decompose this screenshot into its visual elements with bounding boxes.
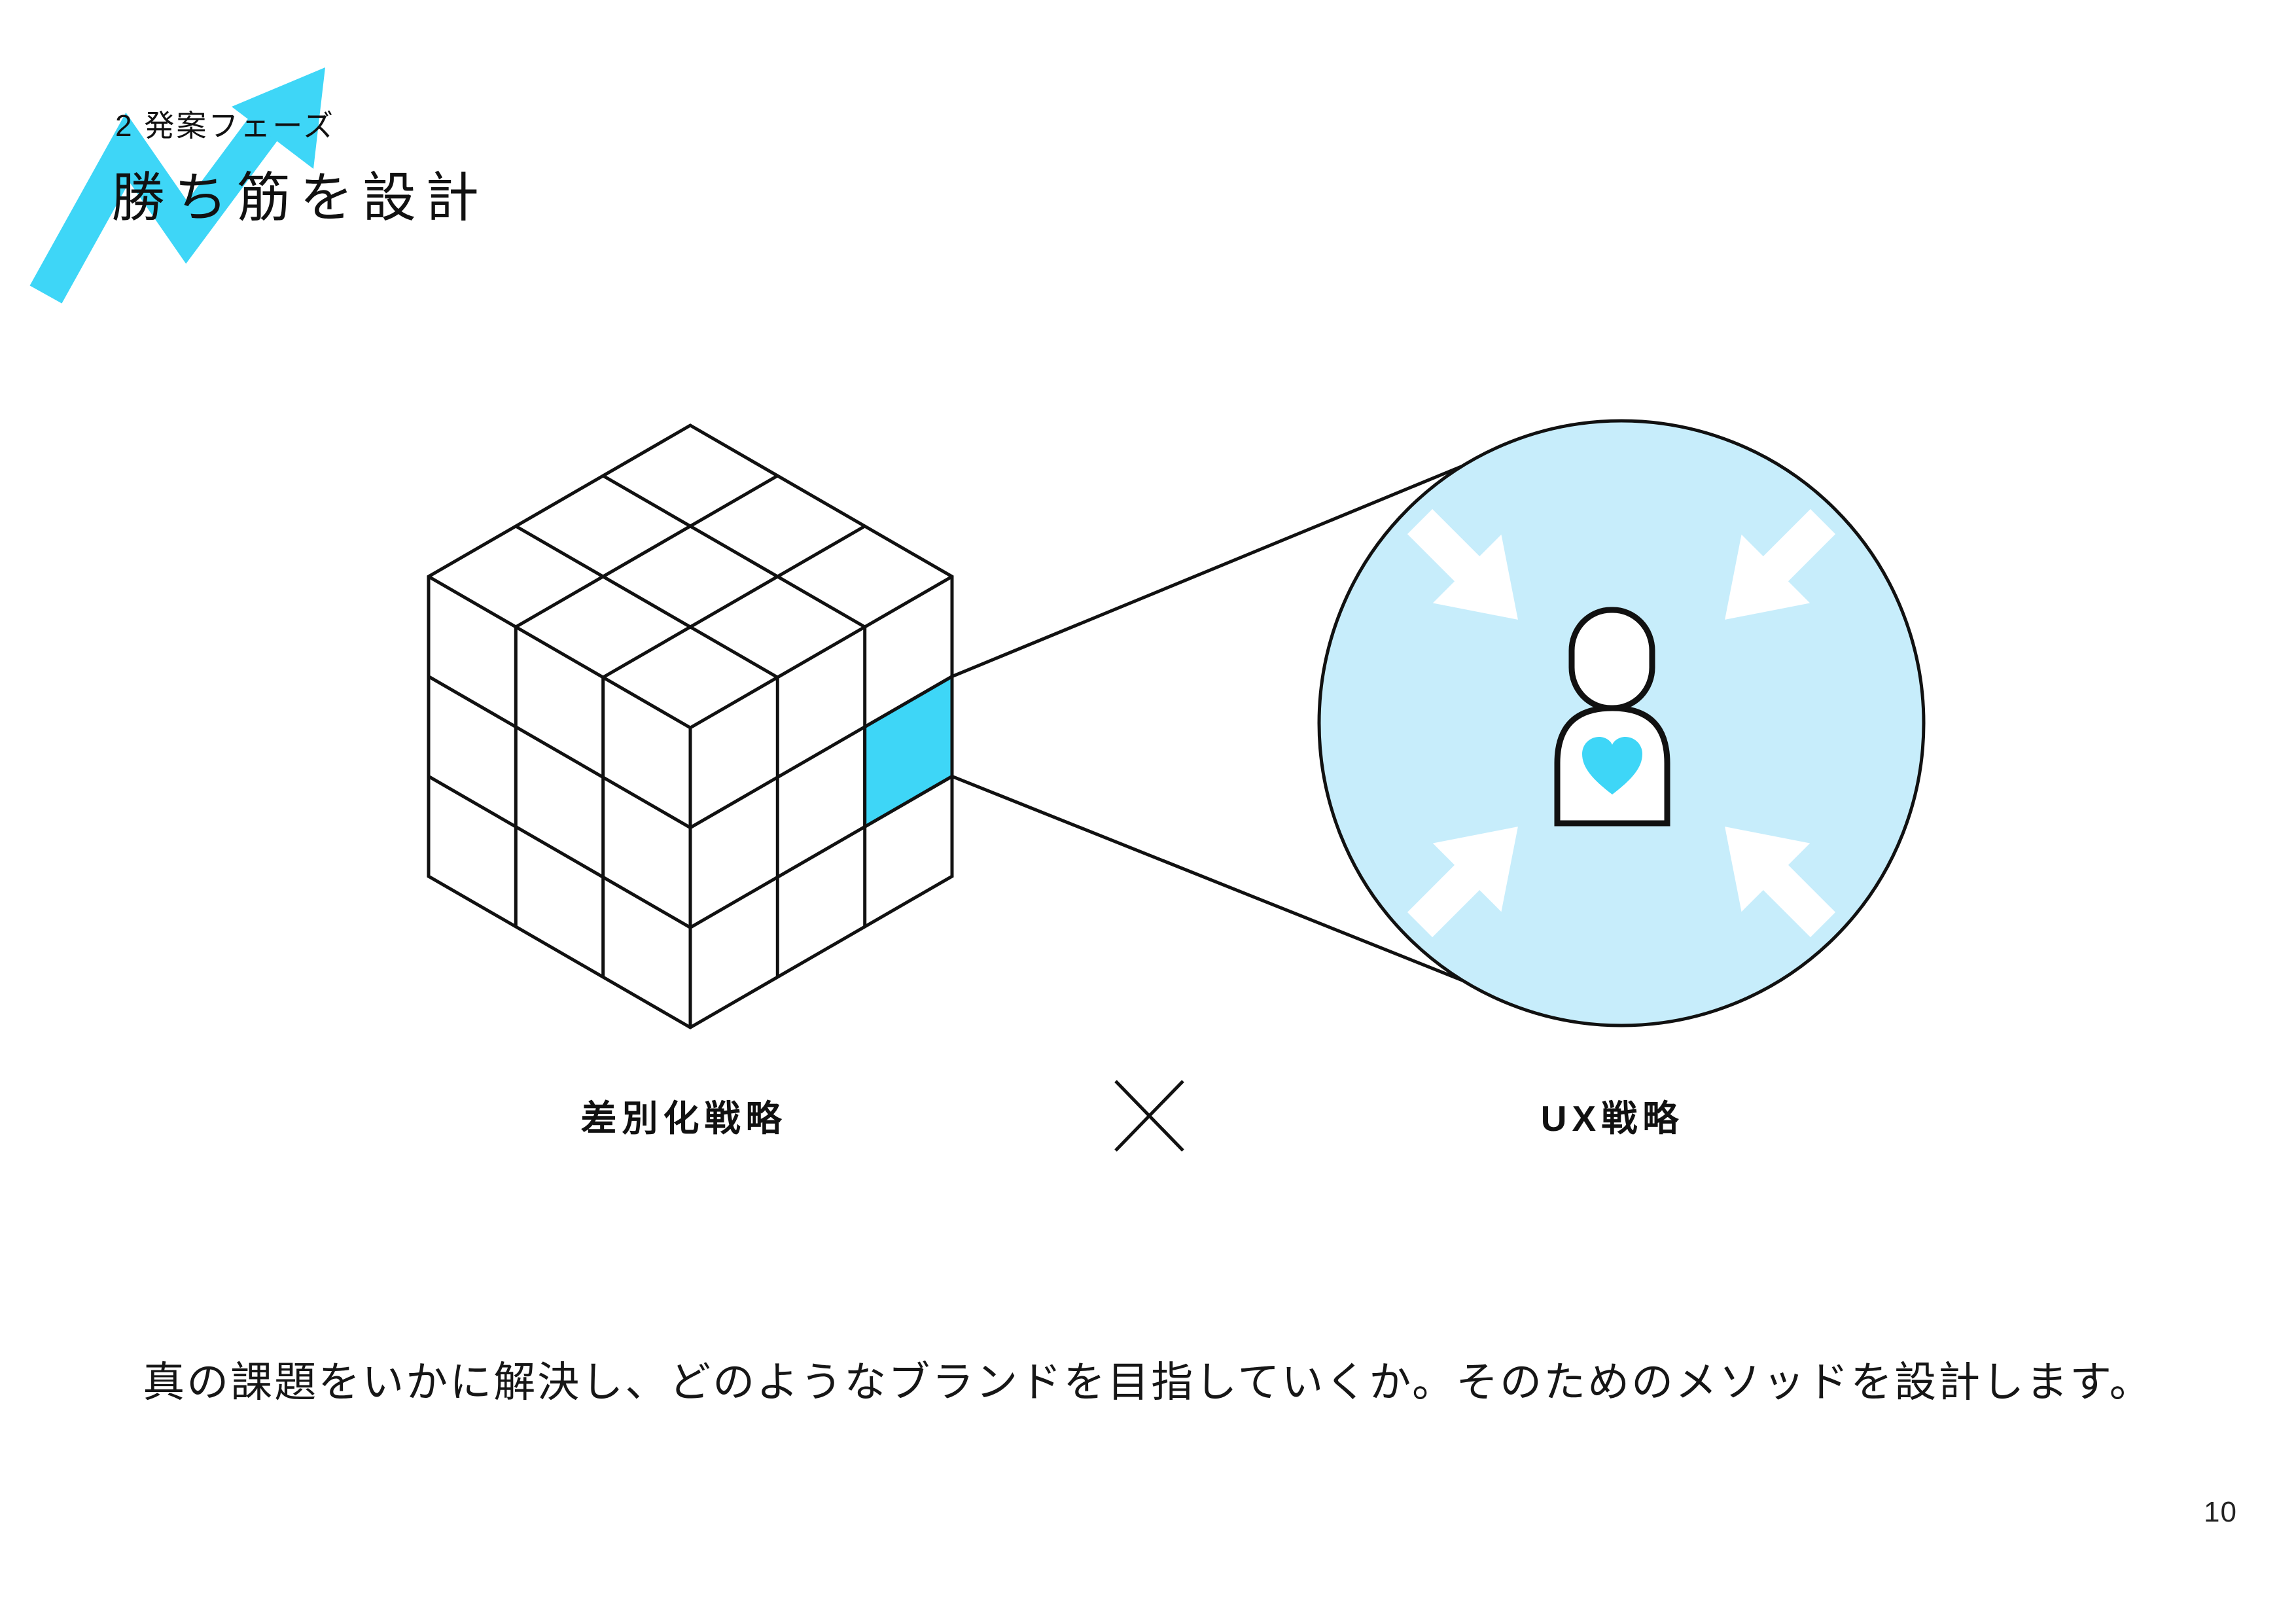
cube-grid-line (515, 524, 779, 679)
person-icon (1554, 607, 1670, 827)
cube-grid-line (602, 474, 866, 629)
callout-line-bottom (951, 774, 1473, 986)
inward-arrow-bottom-left-icon (1407, 827, 1518, 938)
cube-grid-line (427, 775, 692, 929)
inward-arrow-top-right-icon (1725, 508, 1836, 620)
person-head (1568, 607, 1655, 711)
differentiation-strategy-label: 差別化戦略 (580, 1098, 787, 1139)
section-label: 2 発案フェーズ (115, 109, 336, 143)
inward-arrow-bottom-right-icon (1725, 827, 1836, 938)
growth-arrow-icon (29, 67, 325, 304)
multiply-icon (1114, 1080, 1184, 1152)
cube-grid-line (515, 474, 779, 629)
description-text: 真の課題をいかに解決し、どのようなブランドを目指していくか。そのためのメソッドを… (143, 1359, 2153, 1406)
page-title: 勝ち筋を設計 (111, 168, 489, 228)
magnifier-callout-lines (951, 460, 1473, 986)
page-number: 10 (2204, 1496, 2237, 1528)
cube-grid-line (689, 575, 953, 730)
cube-grid-line (427, 575, 692, 730)
callout-line-top (951, 460, 1473, 679)
strategy-cube (427, 423, 954, 1029)
ux-strategy-label: UX戦略 (1540, 1098, 1684, 1139)
cube-grid-line (602, 524, 866, 679)
heart-icon (1582, 737, 1642, 794)
inward-arrow-top-left-icon (1407, 508, 1518, 620)
cube-grid-line (427, 675, 692, 829)
highlighted-cell (863, 673, 954, 830)
